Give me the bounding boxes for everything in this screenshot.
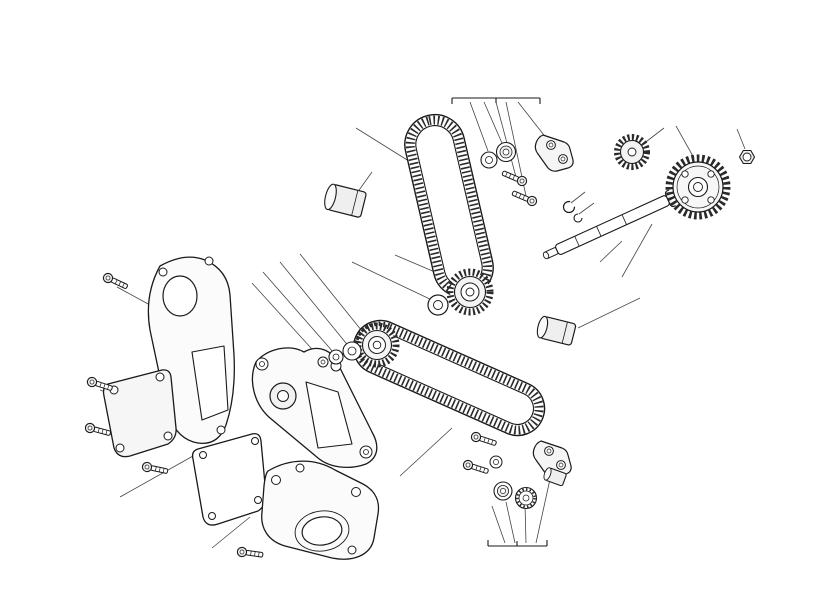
cover-plate xyxy=(191,433,267,526)
screw-bolt xyxy=(83,421,113,439)
screw-bolt xyxy=(101,271,130,292)
screw-bolt xyxy=(469,430,498,449)
belt-cover-lower xyxy=(261,460,380,560)
screw-bolt xyxy=(510,188,539,208)
retaining-rings xyxy=(562,200,583,223)
tensioner-bracket-upper xyxy=(534,134,574,172)
screw-bolt xyxy=(236,546,264,561)
screw-bolt xyxy=(461,458,490,477)
upper-belt-pulley xyxy=(446,268,494,316)
leader-lines xyxy=(99,101,746,549)
drive-gear-large xyxy=(665,154,731,220)
spacer-right xyxy=(536,315,577,346)
belt-cover-small xyxy=(102,369,177,458)
tensioner-screws-lower xyxy=(461,430,498,477)
spacer-left xyxy=(324,183,367,218)
center-belt-cover xyxy=(251,347,378,469)
tensioner-bracket-lower xyxy=(532,440,572,478)
tensioner-sleeve-lower xyxy=(543,467,567,487)
lower-belt-pulley xyxy=(354,322,400,368)
pulley-washer xyxy=(427,294,449,316)
tensioner-bearings-lower xyxy=(489,455,538,510)
drive-gear-small xyxy=(614,134,650,170)
bearing-washer-row xyxy=(317,341,362,368)
hex-nut xyxy=(738,149,756,165)
reference-bracket-top xyxy=(451,97,541,104)
tensioner-screws-upper xyxy=(500,168,539,208)
tensioner-bearings-upper xyxy=(480,141,517,169)
screw-bolt xyxy=(140,460,170,477)
reference-bracket-bottom xyxy=(487,540,548,547)
